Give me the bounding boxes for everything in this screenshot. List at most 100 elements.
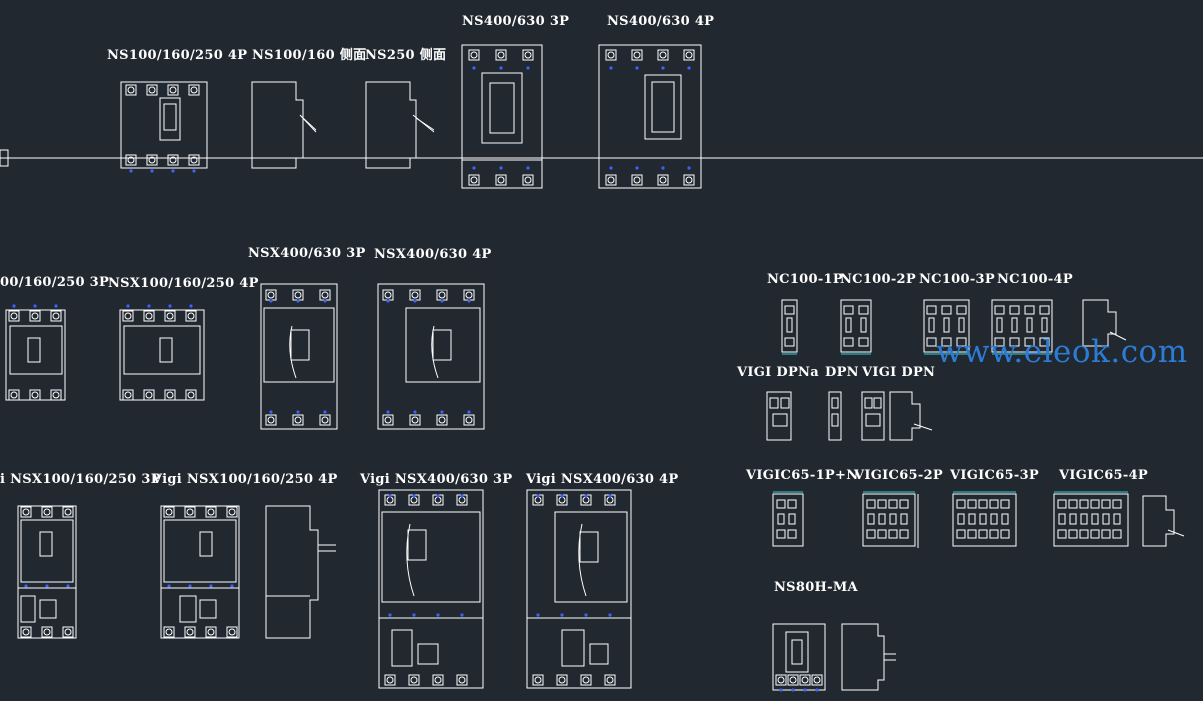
label-ns100-side: NS100/160 侧面 bbox=[252, 48, 367, 63]
blue-dot bbox=[147, 304, 151, 308]
nsx100-3p-top-terminal bbox=[50, 310, 62, 322]
terminal-screw bbox=[607, 51, 615, 59]
label-vigic65-4p: VIGIC65-4P bbox=[1059, 468, 1149, 483]
vigi-nsx100-4p-top-terminal bbox=[205, 506, 217, 518]
blue-dot bbox=[188, 584, 192, 588]
ns400-4p-handle bbox=[651, 81, 675, 133]
blue-dot bbox=[560, 494, 564, 498]
vigic65-2p-toggle bbox=[878, 513, 886, 525]
vigi-nsx100-4p-bottom-terminal bbox=[205, 626, 217, 638]
nsx100-4p-body bbox=[119, 309, 205, 401]
blue-dot bbox=[388, 494, 392, 498]
terminal-screw bbox=[470, 51, 478, 59]
nsx400-3p-handle bbox=[290, 329, 310, 361]
vigi-nsx100-4p-top-terminal bbox=[226, 506, 238, 518]
terminal-screw bbox=[633, 176, 641, 184]
terminal-screw bbox=[386, 496, 394, 504]
line-end-marker bbox=[0, 149, 9, 167]
ns400-3p-panel bbox=[481, 72, 523, 144]
vigi-nsx400-3p-bottom-terminal bbox=[384, 674, 396, 686]
nc100-body bbox=[923, 299, 970, 353]
blue-dot bbox=[209, 584, 213, 588]
drawing-geometry bbox=[0, 44, 1203, 692]
blue-dot bbox=[24, 584, 28, 588]
blue-dot bbox=[526, 166, 530, 170]
blue-dot bbox=[584, 494, 588, 498]
vigic65-4p-bottom-terminal bbox=[1101, 529, 1111, 539]
vigi-nsx100-4p-handle bbox=[199, 531, 213, 557]
terminal-screw bbox=[384, 291, 392, 299]
vigi-dpn-side-lever bbox=[913, 423, 933, 431]
blue-dot bbox=[472, 166, 476, 170]
terminal-screw bbox=[186, 508, 194, 516]
nsx400-3p-bottom-terminal bbox=[319, 414, 331, 426]
label-nc100-4p: NC100-4P bbox=[997, 272, 1073, 287]
nc100-bottom-terminal bbox=[843, 337, 854, 347]
terminal-screw bbox=[465, 291, 473, 299]
blue-dot bbox=[815, 688, 819, 692]
vigic65-3p-top-terminal bbox=[967, 499, 977, 509]
blue-dot bbox=[467, 410, 471, 414]
terminal-screw bbox=[582, 496, 590, 504]
blue-dot bbox=[560, 613, 564, 617]
terminal-screw bbox=[434, 676, 442, 684]
nc100-bottom-terminal bbox=[1024, 337, 1035, 347]
vigic65-3p-body bbox=[952, 493, 1017, 547]
vigi-nsx400-3p-module bbox=[391, 629, 413, 667]
vigic65-4p-bottom-terminal bbox=[1090, 529, 1100, 539]
nc100-top-terminal bbox=[994, 305, 1005, 315]
blue-dot bbox=[499, 166, 503, 170]
blue-dot bbox=[635, 166, 639, 170]
vigic65-4p-bottom-terminal bbox=[1079, 529, 1089, 539]
vigi-nsx100-4p-module bbox=[179, 595, 197, 623]
blue-dot bbox=[412, 494, 416, 498]
vigic65-4p-bottom-terminal bbox=[1112, 529, 1122, 539]
label-ns400-4p: NS400/630 4P bbox=[607, 14, 715, 29]
label-ns80h-ma: NS80H-MA bbox=[774, 580, 858, 595]
vigi-nsx100-3p-top-terminal bbox=[41, 506, 53, 518]
terminal-screw bbox=[438, 416, 446, 424]
vigi-nsx100-3p-panel bbox=[20, 519, 74, 583]
blue-dot bbox=[584, 613, 588, 617]
blue-dot bbox=[45, 584, 49, 588]
ns100-top-terminal bbox=[146, 84, 158, 96]
vigic65-2p-top-terminal bbox=[866, 499, 876, 509]
blue-dot bbox=[388, 613, 392, 617]
terminal-screw bbox=[267, 291, 275, 299]
label-dpn: DPN bbox=[825, 365, 859, 380]
nc100-toggle bbox=[1011, 317, 1018, 333]
terminal-screw bbox=[434, 496, 442, 504]
blue-dot bbox=[386, 410, 390, 414]
vigic65-4p-toggle bbox=[1080, 513, 1088, 525]
terminal-screw bbox=[228, 628, 236, 636]
blue-dot bbox=[126, 304, 130, 308]
vigic65-4p-top-terminal bbox=[1057, 499, 1067, 509]
terminal-screw bbox=[64, 628, 72, 636]
vigi-dpn-side-profile bbox=[889, 391, 921, 441]
vigic65-side-profile bbox=[1142, 495, 1175, 547]
ns400-4p-top-terminal bbox=[605, 49, 617, 61]
vigi-nsx400-4p-panel bbox=[554, 511, 628, 603]
terminal-screw bbox=[166, 312, 174, 320]
ns400-3p-handle bbox=[489, 82, 515, 134]
nsx100-3p-bottom-terminal bbox=[8, 389, 20, 401]
vigi-nsx400-4p-bottom-terminal bbox=[532, 674, 544, 686]
nc100-body bbox=[840, 299, 872, 353]
blue-dot bbox=[296, 410, 300, 414]
nc100-toggle bbox=[860, 317, 867, 333]
vigic65-2p-toggle bbox=[867, 513, 875, 525]
terminal-screw bbox=[659, 176, 667, 184]
nc100-top-terminal bbox=[926, 305, 937, 315]
vigic65-3p-top-terminal bbox=[1000, 499, 1010, 509]
terminal-screw bbox=[685, 51, 693, 59]
terminal-screw bbox=[294, 291, 302, 299]
ns100-side-lever bbox=[302, 117, 317, 131]
ns250-side-lever bbox=[415, 117, 435, 131]
terminal-screw bbox=[294, 416, 302, 424]
vigic65-3p-toggle bbox=[968, 513, 976, 525]
ns100-handle-window bbox=[159, 97, 181, 141]
terminal-screw bbox=[145, 391, 153, 399]
ns400-4p-top-terminal bbox=[657, 49, 669, 61]
terminal-screw bbox=[207, 628, 215, 636]
